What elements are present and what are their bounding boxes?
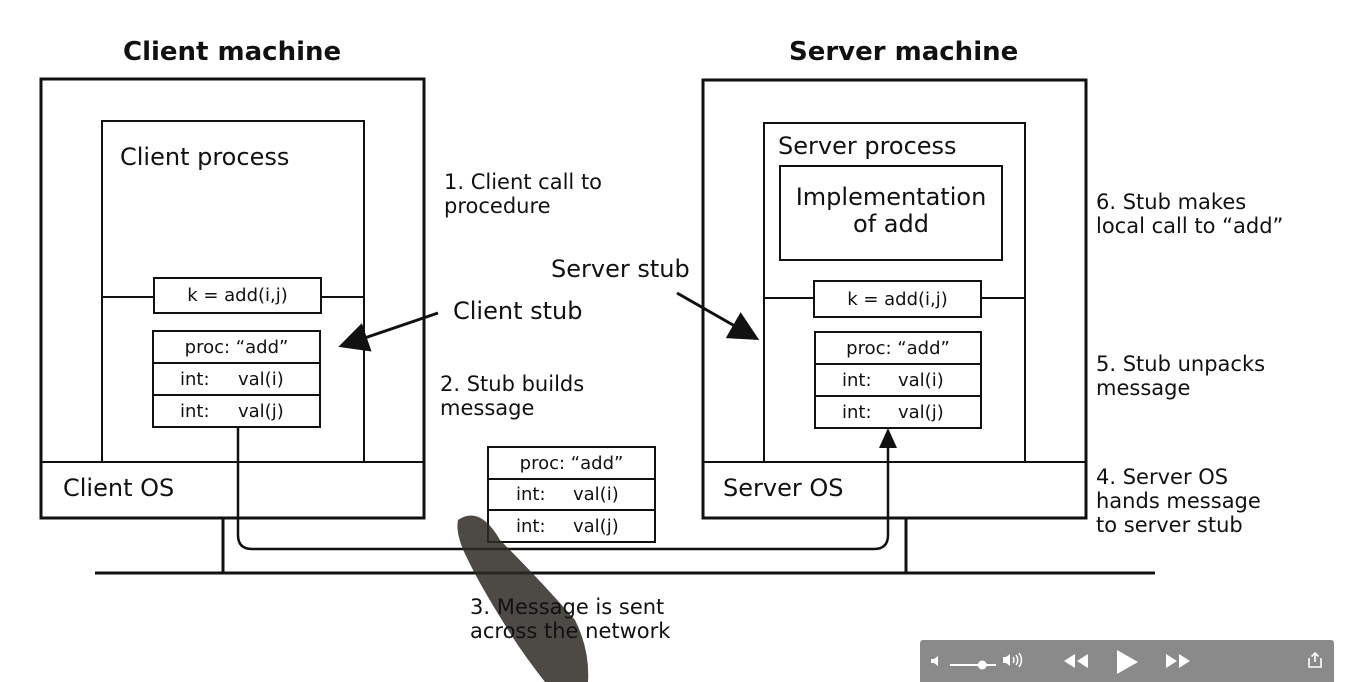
server-call-text: k = add(i,j) — [847, 288, 948, 310]
server-os-label: Server OS — [723, 474, 844, 502]
client-stub-label: Client stub — [453, 297, 583, 325]
video-player-controls — [920, 640, 1334, 682]
fast-forward-icon[interactable] — [1165, 653, 1191, 673]
network-message-int-label: int: — [516, 515, 546, 537]
client-process-label: Client process — [120, 143, 290, 171]
client-call-box — [153, 277, 322, 314]
client-message-box — [152, 330, 321, 428]
client-message-val-i: val(i) — [238, 368, 284, 390]
message-path — [236, 427, 890, 551]
server-message-val-j: val(j) — [898, 401, 944, 423]
network-message-val-j: val(j) — [573, 515, 619, 537]
volume-slider[interactable] — [950, 655, 996, 670]
rewind-icon[interactable] — [1063, 653, 1089, 673]
pen-blur — [457, 515, 589, 682]
implementation-label: Implementation of add — [795, 183, 987, 238]
client-machine-title: Client machine — [123, 37, 342, 67]
client-message-val-j: val(j) — [238, 400, 284, 422]
step-2-text: 2. Stub builds message — [440, 372, 585, 421]
play-icon[interactable] — [1115, 649, 1139, 679]
share-icon[interactable] — [1308, 651, 1322, 672]
step-4-text: 4. Server OS hands message to server stu… — [1096, 465, 1261, 538]
step-1-text: 1. Client call to procedure — [444, 170, 603, 219]
server-message-proc: proc: “add” — [846, 337, 950, 359]
network-message-proc: proc: “add” — [519, 452, 624, 474]
server-message-box — [814, 331, 982, 429]
client-message-int-label: int: — [180, 400, 210, 422]
client-call-text: k = add(i,j) — [187, 285, 288, 306]
server-message-val-i: val(i) — [898, 369, 944, 391]
volume-low-icon[interactable] — [930, 653, 944, 672]
server-machine-title: Server machine — [789, 37, 1019, 67]
client-stub-arrow — [338, 311, 439, 352]
step-3-text: 3. Message is sent across the network — [470, 595, 671, 644]
server-call-box — [813, 280, 982, 318]
client-os-label: Client OS — [63, 474, 175, 502]
server-stub-arrow — [676, 291, 760, 340]
message-path-arrowhead — [879, 428, 897, 448]
implementation-box — [779, 165, 1003, 261]
server-stub-label: Server stub — [551, 255, 690, 283]
server-process-label: Server process — [778, 132, 957, 160]
client-message-int-label: int: — [180, 368, 210, 390]
step-5-text: 5. Stub unpacks message — [1096, 352, 1266, 401]
server-message-int-label: int: — [842, 401, 872, 423]
network-message-box — [487, 446, 656, 543]
server-message-int-label: int: — [842, 369, 872, 391]
step-6-text: 6. Stub makes local call to “add” — [1096, 190, 1284, 239]
client-message-proc: proc: “add” — [184, 336, 289, 358]
client-machine-box — [39, 77, 426, 520]
network-message-int-label: int: — [516, 484, 546, 505]
volume-high-icon[interactable] — [1002, 652, 1024, 672]
network-message-val-i: val(i) — [573, 484, 619, 505]
server-machine-box — [701, 78, 1088, 520]
